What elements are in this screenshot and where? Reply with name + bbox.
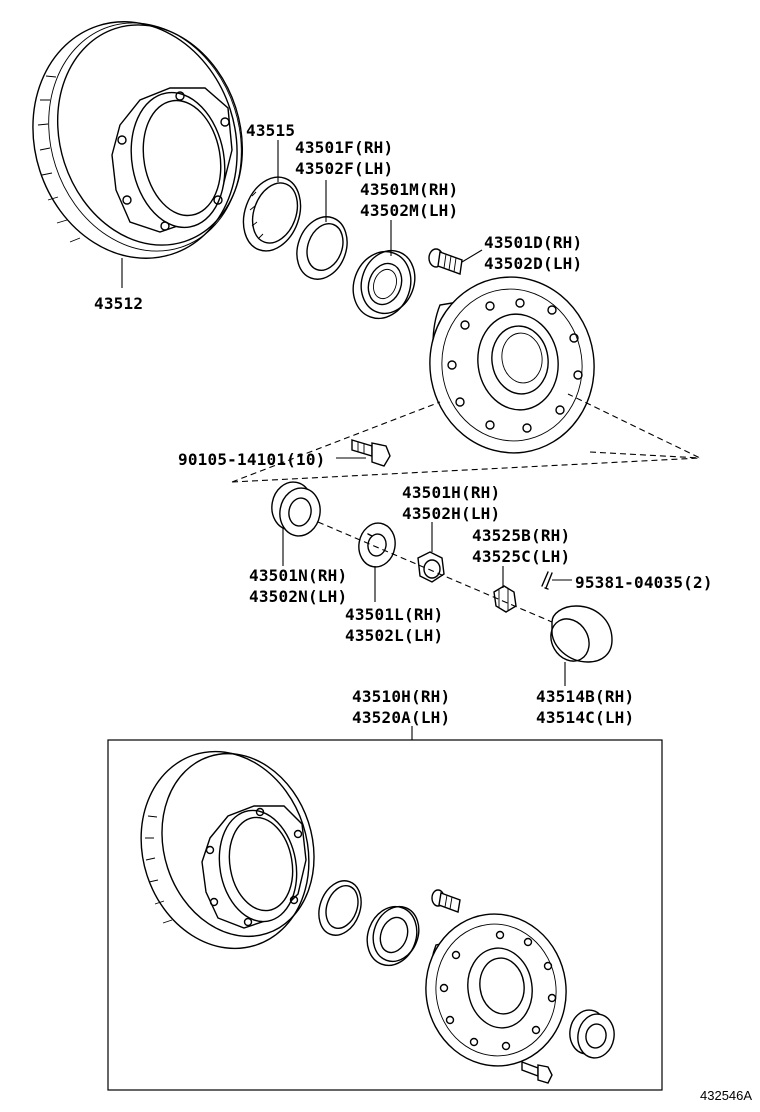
assembled-hub-view [140,750,615,1084]
castle-nut [493,585,517,613]
label-43502h: 43502H(LH) [402,504,500,523]
hub-mounting-bolt [351,439,391,467]
label-43501f: 43501F(RH) [295,138,393,157]
assembly-box [107,739,663,1091]
label-43502d: 43502D(LH) [484,254,582,273]
label-43514b: 43514B(RH) [536,687,634,706]
leader-lines [121,140,572,740]
inner-tapered-bearing [271,481,321,537]
label-43502l: 43502L(LH) [345,626,443,645]
label-43515: 43515 [246,121,295,140]
label-95381: 95381-04035(2) [575,573,713,592]
cotter-pin [541,571,553,590]
label-43502f: 43502F(LH) [295,159,393,178]
label-43502n: 43502N(LH) [249,587,347,606]
label-43514c: 43514C(LH) [536,708,634,727]
lock-washer [358,522,396,568]
label-43520a: 43520A(LH) [352,708,450,727]
label-43510h: 43510H(RH) [352,687,450,706]
label-43501n: 43501N(RH) [249,566,347,585]
part-labels: 43515 43501F(RH) 43502F(LH) 43501M(RH) 4… [94,121,713,727]
label-43501h: 43501H(RH) [402,483,500,502]
label-43501d: 43501D(RH) [484,233,582,252]
label-43501m: 43501M(RH) [360,180,458,199]
label-43525c: 43525C(LH) [472,547,570,566]
label-43501l: 43501L(RH) [345,605,443,624]
oil-seal [242,176,302,252]
label-43512: 43512 [94,294,143,313]
assembly-dashed-outline [231,393,701,483]
bearing-outer-race [296,216,348,280]
front-axle-hub [429,276,595,454]
label-43502m: 43502M(LH) [360,201,458,220]
label-90105: 90105-14101(10) [178,450,326,469]
grease-cap [550,605,613,663]
brake-disc-rotor [32,21,244,259]
label-43525b: 43525B(RH) [472,526,570,545]
tapered-roller-bearing [352,249,416,320]
center-axis-line [317,521,553,623]
adjusting-nut [417,551,445,583]
diagram-reference-number: 432546A [700,1088,752,1103]
hub-bolt [428,248,463,275]
